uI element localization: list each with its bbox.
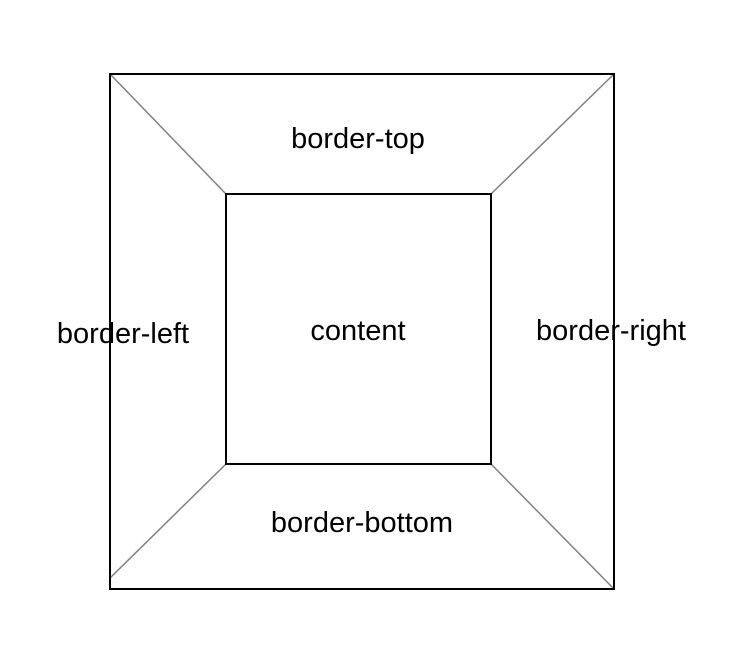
content-box [225,193,492,465]
top-right-diagonal [490,73,615,195]
border-bottom-label: border-bottom [271,507,453,539]
outer-border-box [109,73,615,590]
content-label: content [310,315,405,347]
border-left-label: border-left [57,318,189,350]
border-top-label: border-top [291,123,425,155]
top-left-diagonal [109,73,227,195]
border-right-label: border-right [536,315,686,347]
bottom-right-diagonal [490,463,615,590]
bottom-left-diagonal [109,463,227,579]
